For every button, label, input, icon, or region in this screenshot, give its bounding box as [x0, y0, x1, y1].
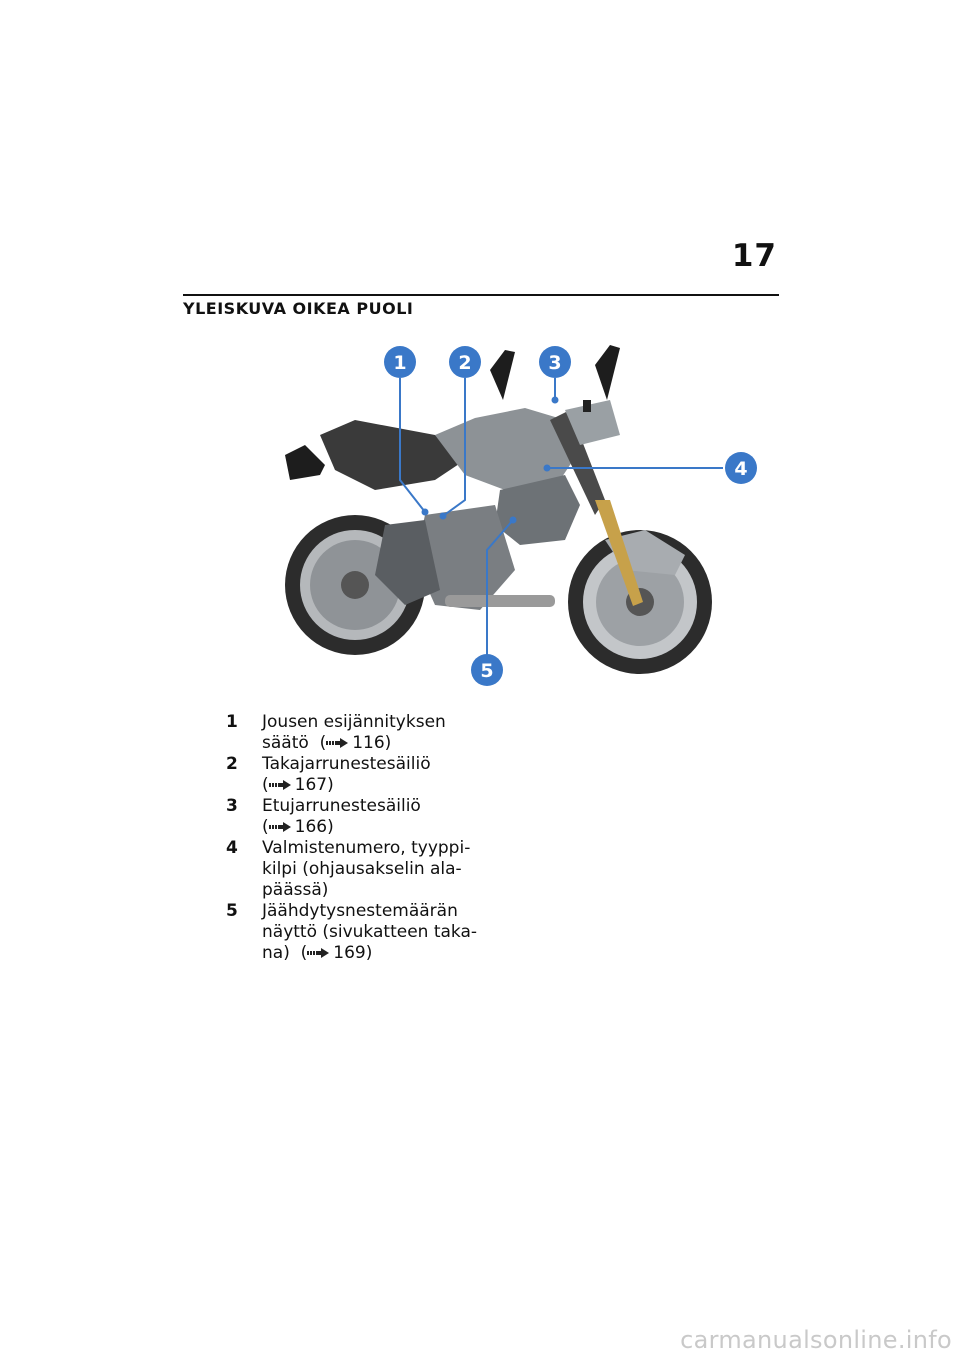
callout-3-label: 3 [548, 352, 561, 374]
legend-line: näyttö (sivukatteen taka- [262, 922, 478, 942]
legend-text: Jousen esijännityksen säätö (116) [262, 712, 496, 754]
legend-number: 3 [226, 796, 238, 816]
legend-line: Jäähdytysnestemäärän [262, 901, 458, 921]
ref-close: ) [365, 943, 373, 963]
callout-1: 1 [384, 346, 416, 378]
watermark: carmanualsonline.info [680, 1326, 952, 1354]
callout-1-label: 1 [393, 352, 406, 374]
ref-open: ( [262, 775, 269, 795]
motorcycle-body [285, 345, 685, 610]
header-rule [183, 294, 779, 296]
legend-line: Valmistenumero, tyyppi- [262, 838, 471, 858]
legend-list: 1 Jousen esijännityksen säätö (116) 2 Ta… [226, 712, 496, 964]
callout-dots [421, 396, 559, 524]
legend-line: Jousen esijännityksen [262, 712, 446, 732]
page-reference[interactable]: (166) [262, 817, 334, 837]
legend-text: Jäähdytysnestemäärän näyttö (sivukatteen… [262, 901, 496, 964]
legend-number: 2 [226, 754, 238, 774]
reference-arrow-icon [326, 738, 349, 748]
legend-number: 5 [226, 901, 238, 921]
ref-open: ( [300, 943, 308, 963]
legend-line: Etujarrunestesäiliö [262, 796, 421, 816]
legend-item: 4 Valmistenumero, tyyppi- kilpi (ohjausa… [226, 838, 496, 901]
legend-line: na) (169) [262, 943, 496, 964]
legend-text: Valmistenumero, tyyppi- kilpi (ohjausaks… [262, 838, 496, 901]
legend-line-text: na) [262, 943, 290, 963]
callout-lines [399, 378, 723, 668]
callout-4-label: 4 [734, 458, 747, 480]
legend-line: (166) [262, 817, 496, 838]
callout-2-label: 2 [458, 352, 471, 374]
page-reference[interactable]: (167) [262, 775, 334, 795]
ref-close: ) [384, 733, 392, 753]
legend-text: Takajarrunestesäiliö (167) [262, 754, 496, 796]
ref-open: ( [262, 817, 269, 837]
ref-page: 116 [352, 733, 385, 753]
page-number: 17 [731, 238, 777, 274]
callout-5: 5 [471, 654, 503, 686]
legend-line: kilpi (ohjausakselin ala- [262, 859, 462, 879]
page-reference[interactable]: (116) [320, 733, 392, 753]
page-reference[interactable]: (169) [301, 943, 373, 963]
callout-5-label: 5 [480, 660, 493, 682]
legend-text: Etujarrunestesäiliö (166) [262, 796, 496, 838]
legend-line: Takajarrunestesäiliö [262, 754, 431, 774]
legend-item: 3 Etujarrunestesäiliö (166) [226, 796, 496, 838]
motorcycle-figure: 1 2 3 4 5 [285, 345, 757, 686]
ref-open: ( [319, 733, 327, 753]
ref-page: 167 [294, 775, 328, 795]
reference-arrow-icon [268, 780, 291, 790]
legend-line: säätö (116) [262, 733, 496, 754]
legend-number: 1 [226, 712, 238, 732]
callout-4: 4 [725, 452, 757, 484]
reference-arrow-icon [268, 822, 291, 832]
legend-number: 4 [226, 838, 238, 858]
callout-2: 2 [449, 346, 481, 378]
reference-arrow-icon [307, 948, 330, 958]
legend-item: 5 Jäähdytysnestemäärän näyttö (sivukatte… [226, 901, 496, 964]
legend-line: (167) [262, 775, 496, 796]
ref-close: ) [327, 817, 334, 837]
section-title: YLEISKUVA OIKEA PUOLI [183, 299, 414, 318]
legend-line: päässä) [262, 880, 329, 900]
ref-close: ) [327, 775, 334, 795]
ref-page: 166 [294, 817, 328, 837]
legend-line-text: säätö [262, 733, 309, 753]
legend-item: 1 Jousen esijännityksen säätö (116) [226, 712, 496, 754]
ref-page: 169 [333, 943, 366, 963]
legend-item: 2 Takajarrunestesäiliö (167) [226, 754, 496, 796]
callout-3: 3 [539, 346, 571, 378]
